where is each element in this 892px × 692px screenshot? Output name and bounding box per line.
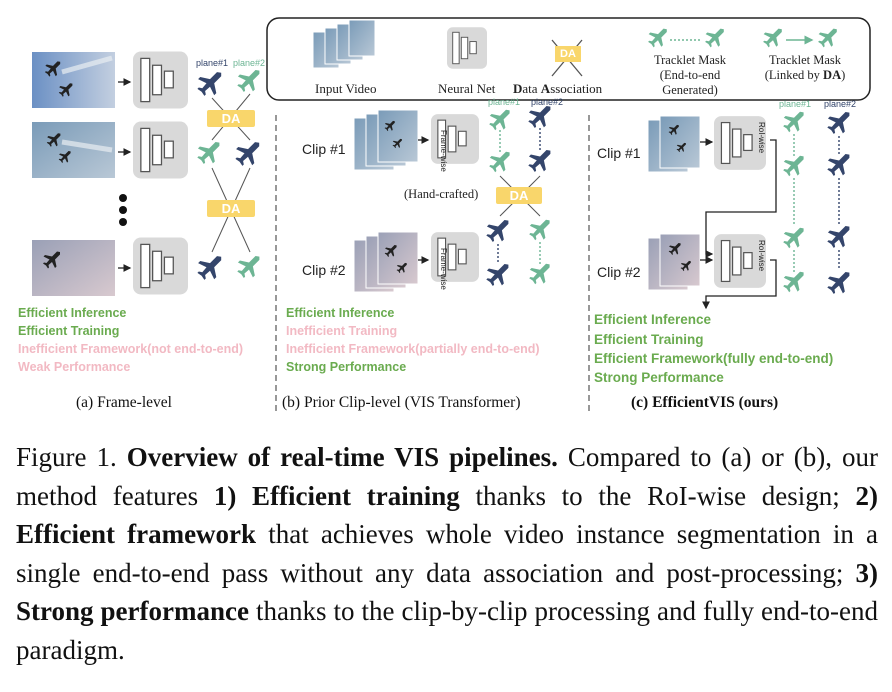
panel-b-plane2-label: plane#2: [531, 97, 564, 107]
panel-c-metric-3: Efficient Framework(fully end-to-end): [594, 351, 834, 366]
panel-b-caption: (b) Prior Clip-level (VIS Transformer): [282, 394, 521, 411]
panel-c-tracklet-lines: [793, 134, 840, 272]
panel-a-da-badge-2: DA: [207, 200, 255, 217]
panel-b-metric-3: Inefficient Framework(partially end-to-e…: [286, 342, 540, 356]
legend-da-badge: DA: [555, 46, 581, 62]
legend-input-video-label: Input Video: [315, 81, 377, 96]
panel-a-dots: [119, 194, 127, 226]
panel-c-roi-wise-label-2: RoI-wise: [757, 240, 766, 272]
panel-c-clip2-label: Clip #2: [597, 264, 641, 280]
panel-a-metric-2: Efficient Training: [18, 324, 120, 338]
panel-c-caption: (c) EfficientVIS (ours): [631, 394, 779, 411]
panel-a-frames: [32, 52, 115, 296]
panel-a-metric-4: Weak Performance: [18, 360, 131, 374]
panel-b-arrows: [418, 136, 430, 264]
panel-b-metric-2: Inefficient Training: [286, 324, 398, 338]
panel-c-metric-2: Efficient Training: [594, 332, 704, 347]
panel-a-net-2: [133, 120, 188, 180]
panel-b-da-badge: DA: [496, 187, 542, 204]
panel-a-caption: (a) Frame-level: [76, 394, 172, 411]
panel-b-frame-wise-label-1: Frame-wise: [439, 130, 448, 172]
panel-c-plane2-label: plane#2: [824, 99, 857, 109]
legend-tracklet-linked-label: Tracklet Mask(Linked by DA): [764, 53, 846, 82]
legend-video-icon: [312, 19, 376, 69]
panel-b-clip2-label: Clip #2: [302, 262, 346, 278]
panel-b-tracklet-lines: [497, 128, 541, 264]
panel-a-planes: [197, 69, 260, 280]
panel-a-metric-3: Inefficient Framework(not end-to-end): [18, 342, 243, 356]
panel-a-arrows: [118, 78, 132, 272]
panel-b-frame-wise-label-2: Frame-wise: [439, 248, 448, 290]
panel-b-metric-1: Efficient Inference: [286, 306, 395, 320]
legend-tracklet-linked-icon: [763, 28, 837, 48]
panel-b-clip1-frames: [353, 109, 419, 171]
panel-c-clip1-label: Clip #1: [597, 145, 641, 161]
panel-c-metric-4: Strong Performance: [594, 370, 724, 385]
panel-b-plane1-label: plane#1: [488, 97, 521, 107]
figure-1: Input Video Neural Net DA Data Associati…: [18, 17, 871, 415]
panel-b-metric-4: Strong Performance: [286, 360, 407, 374]
panel-a-metric-1: Efficient Inference: [18, 306, 127, 320]
panel-a-net-3: [133, 236, 188, 296]
panel-a-da-badge-1: DA: [207, 110, 255, 127]
panel-a-net-1: [133, 50, 188, 110]
panel-c-arrows: [700, 138, 777, 310]
panel-b-clip1-label: Clip #1: [302, 141, 346, 157]
legend-neural-net-icon: [447, 26, 487, 70]
panel-c-metric-1: Efficient Inference: [594, 312, 712, 327]
panel-c-clip1-frames: [647, 115, 701, 173]
panel-a-plane1-label: plane#1: [196, 58, 229, 68]
panel-b-hand-crafted-label: (Hand-crafted): [404, 187, 479, 201]
legend-tracklet-e2e-icon: [648, 28, 724, 48]
legend-neural-net-label: Neural Net: [438, 81, 496, 96]
panel-b-clip2-frames: [353, 231, 419, 293]
legend-data-association-label: Data Association: [513, 81, 603, 96]
panel-c-roi-wise-label-1: RoI-wise: [757, 122, 766, 154]
panel-a-plane2-label: plane#2: [233, 58, 266, 68]
figure-caption: Figure 1. Overview of real-time VIS pipe…: [16, 442, 879, 665]
panel-c-clip2-frames: [647, 233, 701, 291]
panel-c-plane1-label: plane#1: [779, 99, 812, 109]
